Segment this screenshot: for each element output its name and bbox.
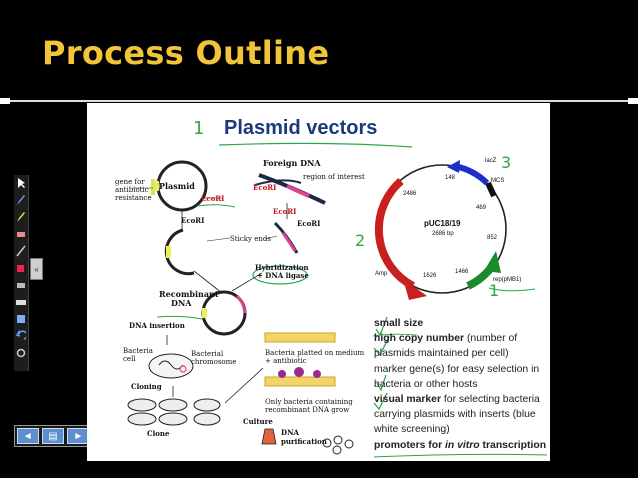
feature-line: promoters for in vitro transcription	[374, 439, 547, 451]
next-slide-button[interactable]: ►	[67, 428, 90, 444]
ecori-label-2: EcoRI	[253, 183, 277, 192]
puc-label-2486: 2486	[403, 191, 417, 197]
puc-label-1626: 1626	[423, 273, 437, 279]
annotation-number-1: 1	[193, 118, 205, 139]
ecori-label-5: EcoRI	[297, 219, 321, 228]
line-icon[interactable]	[14, 243, 28, 259]
settings-icon[interactable]	[14, 345, 28, 361]
puc-label-852: 852	[487, 235, 498, 241]
region-label: region of interest	[303, 173, 365, 181]
slide-navigation: ◄ ▤ ►	[14, 425, 92, 447]
annotation-number-3: 3	[501, 153, 512, 172]
ecori-label-4: EcoRI	[181, 216, 205, 225]
fill-icon[interactable]	[14, 260, 28, 276]
undo-icon[interactable]	[14, 328, 28, 344]
gene-label-3: resistance	[115, 194, 152, 202]
only-bacteria-label-1: Only bacteria containing	[265, 398, 353, 406]
bacterial-chrom-label-2: chromosome	[191, 358, 237, 366]
prev-slide-button[interactable]: ◄	[16, 428, 39, 444]
puc-label-469: 469	[476, 205, 487, 211]
eraser-icon[interactable]	[14, 226, 28, 242]
eraser-all-icon[interactable]	[14, 277, 28, 293]
feature-line: visual marker for selecting bacteria	[374, 394, 540, 406]
divider-cap-left	[0, 98, 10, 104]
puc-name: pUC18/19	[424, 219, 461, 228]
ecori-label-1: EcoRI	[201, 194, 225, 203]
hybridization-label: Hybridization	[255, 263, 309, 272]
dna-insertion-label: DNA insertion	[129, 321, 185, 330]
feature-line: high copy number (number of	[374, 333, 518, 345]
toolbar-collapse-button[interactable]: «	[30, 258, 43, 280]
purification-label-2: purification	[281, 437, 327, 446]
title-divider	[0, 100, 638, 102]
puc-label-148: 148	[445, 175, 456, 181]
bacterial-chrom-label-1: Bacterial	[191, 350, 224, 358]
slide-menu-button[interactable]: ▤	[41, 428, 64, 444]
culture-label: Culture	[243, 417, 273, 426]
dna-label: DNA	[171, 298, 192, 308]
feature-line: carrying plasmids with inserts (blue	[374, 409, 536, 421]
highlighter-icon[interactable]	[14, 209, 28, 225]
puc-label-rep: rep(pMB1)	[493, 277, 522, 283]
keyboard-icon[interactable]	[14, 294, 28, 310]
gene-label-1: gene for	[115, 178, 145, 186]
puc-size: 2686 bp	[432, 231, 454, 237]
puc-label-lacz: lacZ	[485, 158, 497, 164]
ligase-label: + DNA ligase	[257, 271, 309, 280]
feature-line: small size	[374, 318, 424, 329]
feature-line: marker gene(s) for easy selection in	[374, 363, 540, 375]
plated-label-1: Bacteria platted on medium	[265, 349, 365, 357]
gene-label-2: antibiotic	[115, 186, 149, 194]
pen-icon[interactable]	[14, 192, 28, 208]
sticky-ends-label: Sticky ends	[230, 235, 271, 243]
annotation-toolbar	[14, 175, 29, 371]
feature-line: plasmids maintained per cell)	[374, 348, 509, 360]
diagram-graphics	[127, 142, 548, 458]
only-bacteria-label-2: recombinant DNA grow	[265, 406, 350, 414]
slide-image: 1 Plasmid vectors	[87, 103, 550, 461]
puc-label-amp: Amp	[375, 271, 388, 277]
page-title: Process Outline	[42, 34, 330, 72]
plasmid-label: Plasmid	[159, 181, 195, 191]
divider-cap-right	[628, 98, 638, 104]
feature-line: bacteria or other hosts	[374, 378, 478, 390]
clone-label: Clone	[147, 429, 170, 438]
annotation-number-1b: 1	[489, 281, 500, 300]
pointer-icon[interactable]	[14, 175, 28, 191]
annotation-number-2: 2	[355, 231, 366, 250]
ecori-label-3: EcoRI	[273, 207, 297, 216]
bacteria-cell-label-2: cell	[123, 355, 136, 363]
text-icon[interactable]	[14, 311, 28, 327]
recombinant-label: Recombinant	[159, 289, 219, 299]
foreign-dna-label: Foreign DNA	[263, 158, 321, 168]
feature-line: white screening)	[374, 424, 450, 436]
puc-label-mcs: MCS	[491, 178, 505, 184]
purification-label-1: DNA	[281, 428, 299, 437]
puc-label-1466: 1466	[455, 269, 469, 275]
cloning-label: Cloning	[131, 382, 162, 391]
slide-heading: Plasmid vectors	[224, 117, 378, 139]
plated-label-2: + antibiotic	[265, 357, 307, 365]
feature-list: small size high copy number (number of p…	[374, 316, 550, 453]
bacteria-cell-label-1: Bacteria	[123, 347, 153, 355]
